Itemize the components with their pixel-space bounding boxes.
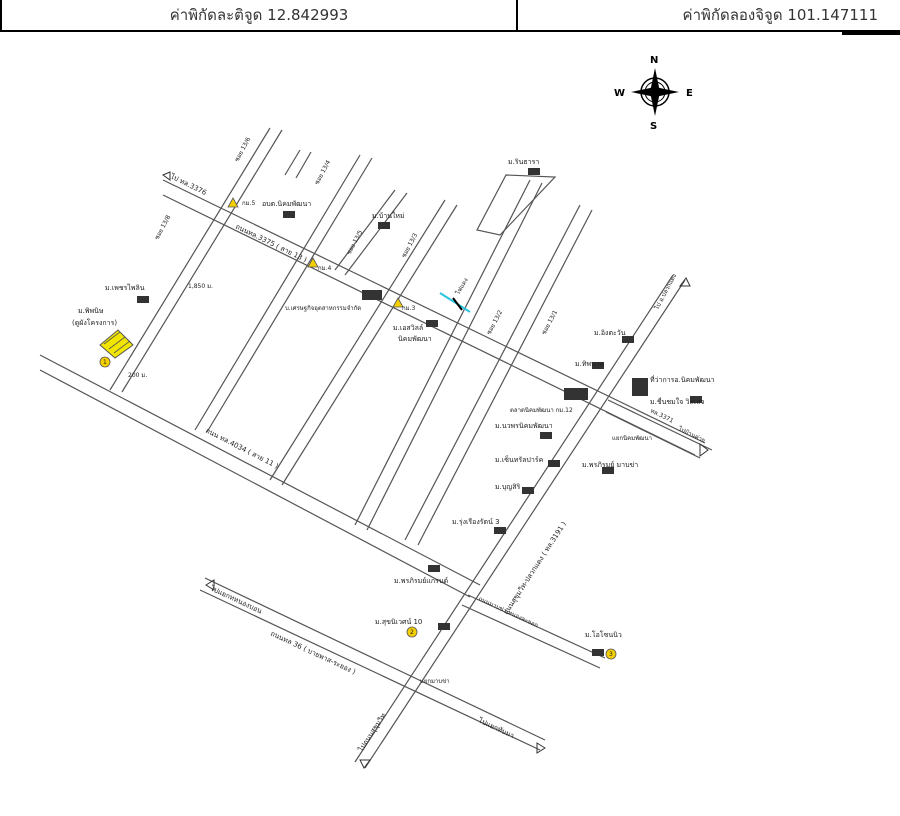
traffic-light-icon (439, 292, 471, 313)
road-3371 (605, 399, 713, 459)
compass-north: N (650, 55, 658, 66)
label-to-nong-bon: ไปแยกทหนองบอน (208, 583, 264, 615)
building-icon (137, 168, 702, 656)
label-chuenchai: ม.ชื่นชมใจ วิลเลจ (650, 397, 705, 406)
road-4034 (39, 354, 481, 598)
label-road-3191: ถนนสุขุมวิท-ปลวกแดง ( ทล.3191 ) (502, 520, 568, 616)
label-thipnakhon: ม.ทิพนาค (575, 360, 605, 368)
label-ban-mai: ม.บ้านใหม่ (372, 211, 405, 220)
label-soi-13-2: ซอย 13/2 (486, 309, 505, 336)
longitude-label: ค่าพิกัดลองจิจูด 101.147111 (516, 0, 900, 32)
marker-3-label: 3 (609, 651, 613, 658)
label-rinthara: ม.รินธารา (508, 158, 539, 166)
marker-3: 3 (605, 648, 617, 660)
label-bunsiri: ม.บุญสิริ (495, 483, 521, 491)
label-s-ville: ม.เอสวิลล์ (393, 324, 423, 332)
label-km3: กม.3 (402, 305, 415, 312)
label-nikhom-village: นิคมพัฒนา (398, 335, 432, 343)
label-soi-13-8: ซอย 13/8 (154, 214, 173, 241)
label-soi-13-4: ซอย 13/4 (314, 159, 333, 186)
compass-icon: N S E W (614, 55, 693, 132)
label-obt: อบต.นิคมพัฒนา (262, 200, 311, 208)
label-traffic-light: ไฟแดง (453, 276, 469, 296)
label-soi-13-1: ซอย 13/1 (541, 309, 560, 336)
label-km5: กม.5 (242, 200, 255, 207)
label-ingtawan: ม.อิงตะวัน (594, 329, 626, 337)
label-to-sukhumvit: ไปถนนสุขุมวิท (356, 711, 388, 754)
coordinate-header: ค่าพิกัดละติจูด 12.842993 ค่าพิกัดลองจิจ… (0, 0, 900, 35)
compass-south: S (650, 121, 657, 132)
label-road-3375: ถนนทล.3375 ( สาย 13 ) (234, 223, 308, 265)
label-road-4034: ถนน ทล.4034 ( สาย 11 ) (204, 427, 280, 471)
marker-1-label: 1 (103, 359, 107, 366)
label-soi-13-6: ซอย 13/6 (234, 136, 253, 163)
label-central: ม.เซ็นทรัลปาร์ค (495, 455, 544, 464)
label-junction-nikhom: แยกนิคมพัฒนา (612, 435, 652, 442)
label-consultant: (ดูผังโครงการ) (72, 318, 117, 327)
road-36 (199, 577, 546, 751)
label-rung-ruang: ม.รุ่งเรืองรัตน์ 3 (452, 518, 500, 526)
header-divider (842, 32, 900, 35)
side-roads (109, 127, 593, 546)
road-mapyang (461, 594, 606, 669)
compass-west: W (614, 88, 625, 99)
km-marker-icon (227, 197, 404, 308)
label-junction-mabkha: แยกมาบข่า (420, 678, 450, 685)
marker-1: 1 (99, 356, 111, 368)
label-distance-1: 1,850 ม. (188, 283, 213, 290)
label-district-office: ที่ว่าการอ.นิคมพัฒนา (650, 375, 715, 384)
compass-east: E (686, 88, 693, 99)
direction-arrows (161, 171, 709, 769)
project-site (99, 329, 134, 359)
label-road-3376: ไป ทล.3376 (168, 171, 209, 197)
marker-2: 2 (406, 626, 418, 638)
label-to-pluak-daeng: ไป อ.ปลวกแดง (652, 272, 678, 312)
label-phraphirom-mapkha: ม.พรภิรมย์ มาบข่า (582, 461, 638, 469)
label-ozone: ม.โอโซนนิว (585, 630, 622, 639)
label-to-phanomsarakham: ไปแยกทับมา (476, 715, 516, 740)
label-km4: กม.4 (318, 265, 331, 272)
label-phraphirom-grand: ม.พรภิรมย์แกรนด์ (394, 577, 448, 585)
label-distance-2: 200 ม. (128, 372, 147, 379)
label-market: ตลาดนิคมพัฒนา กม.12 (510, 407, 573, 414)
label-road-36: ถนนทล 36 ( บายพาส-ระยอง ) (269, 630, 357, 677)
label-phet-phailin: ม.เพชรไพลิน (105, 283, 145, 292)
marker-2-label: 2 (410, 629, 414, 636)
road-3375 (162, 179, 706, 456)
rinthara-boundary (476, 174, 557, 236)
label-phiphat: ม.พิพนิษ (78, 307, 104, 315)
label-suksawat: ม.สุขนิเวศน์ 10 (375, 618, 422, 626)
label-soi-13-5: ซอย 13/5 (346, 229, 365, 256)
road-3191 (354, 274, 686, 769)
label-setthakit: บ.เศรษฐกิจอุตสาหกรรมจำกัด (285, 305, 361, 312)
label-naphat: ม.นวพรนิคมพัฒนา (495, 422, 553, 430)
